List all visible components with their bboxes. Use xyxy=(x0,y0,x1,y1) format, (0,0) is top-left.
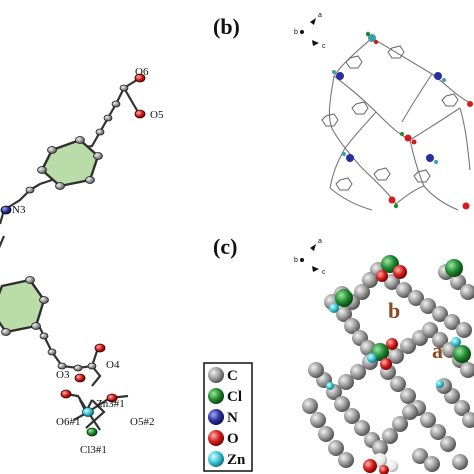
atom-n3 xyxy=(0,205,12,215)
panel-c-spacefill: (c) a b c xyxy=(213,234,474,474)
bond-network xyxy=(0,77,141,431)
atom-o5 xyxy=(134,109,146,119)
wireframe-rings xyxy=(321,45,459,191)
wireframe-lattice xyxy=(328,37,473,211)
panel-b-network: (b) a b c xyxy=(213,12,473,211)
legend-swatch-cl xyxy=(208,388,224,404)
legend-item-c: C xyxy=(208,367,238,384)
label-n3: N3 xyxy=(12,204,26,216)
network-nodes xyxy=(332,31,473,210)
ring-atom xyxy=(37,166,47,174)
ring-atom xyxy=(1,328,11,336)
panel-c-label: (c) xyxy=(213,234,237,259)
atom-o6-1 xyxy=(60,389,72,399)
legend-swatch-zn xyxy=(208,451,224,467)
atom-o6 xyxy=(134,73,146,83)
chain-atoms xyxy=(25,84,129,372)
legend-label-zn: Zn xyxy=(227,452,246,468)
label-cl3: Cl3#1 xyxy=(80,444,107,456)
legend-label-n: N xyxy=(227,410,238,426)
label-o6-1: O6#1 xyxy=(56,416,80,428)
atom-zn3 xyxy=(82,407,94,417)
legend-item-cl: Cl xyxy=(208,388,242,405)
axis-indicator-b: a b c xyxy=(294,12,326,50)
ring-atom xyxy=(75,136,85,144)
ring-atom xyxy=(47,146,57,154)
label-o3: O3 xyxy=(56,369,70,381)
legend-swatch-c xyxy=(208,367,224,383)
label-o6: O6 xyxy=(135,66,149,78)
phenyl-ring-lower xyxy=(0,276,49,336)
atom-cl3 xyxy=(86,427,98,437)
panel-a-ortep: O6 O5 N3 O4 O3 Zn3#1 O6#1 O5#2 Cl3#1 xyxy=(0,66,164,456)
svg-text:a: a xyxy=(318,238,322,245)
legend-swatch-n xyxy=(208,409,224,425)
atom-o4 xyxy=(94,343,106,353)
legend-item-zn: Zn xyxy=(208,451,246,468)
svg-text:c: c xyxy=(322,43,326,50)
atom-o3 xyxy=(74,373,86,383)
legend-item-n: N xyxy=(208,409,238,426)
legend-label-c: C xyxy=(227,368,238,384)
svg-text:a: a xyxy=(318,12,322,19)
legend-label-o: O xyxy=(227,431,239,447)
axis-indicator-c: a b c xyxy=(294,238,326,276)
legend-label-cl: Cl xyxy=(227,389,242,405)
label-o4: O4 xyxy=(106,359,120,371)
legend-item-o: O xyxy=(208,430,239,447)
ring-atom xyxy=(39,296,49,304)
label-zn3: Zn3#1 xyxy=(96,398,125,410)
region-label-a: a xyxy=(432,338,443,363)
svg-text:b: b xyxy=(294,257,298,264)
legend-swatch-o xyxy=(208,430,224,446)
ring-atom xyxy=(93,152,103,160)
ring-atom xyxy=(85,176,95,184)
label-o5: O5 xyxy=(150,109,164,121)
ring-atom xyxy=(31,322,41,330)
phenyl-ring-upper xyxy=(37,136,103,190)
ring-atom xyxy=(55,182,65,190)
ring-atom xyxy=(25,276,35,284)
label-o5-2: O5#2 xyxy=(130,416,154,428)
region-label-b: b xyxy=(388,298,400,323)
atom-o5-2 xyxy=(106,393,118,403)
svg-text:c: c xyxy=(322,269,326,276)
svg-text:b: b xyxy=(294,29,298,36)
metal-node-clusters xyxy=(326,255,471,474)
panel-b-label: (b) xyxy=(213,14,240,39)
